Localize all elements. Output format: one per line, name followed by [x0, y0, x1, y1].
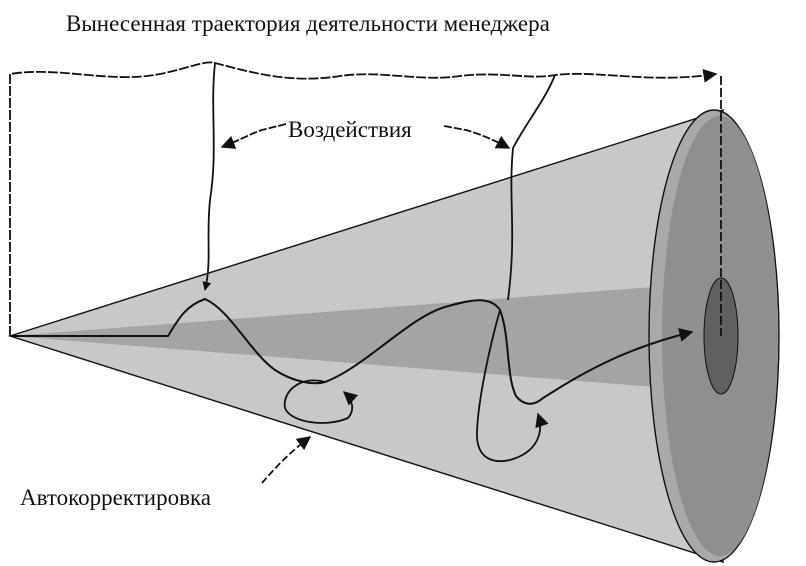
- projected-trajectory-line: [9, 61, 718, 336]
- influences-label: Воздействия: [288, 117, 412, 142]
- autocorrection-loop-2: [476, 309, 549, 462]
- autocorrection-loop-1: [283, 379, 359, 424]
- autocorrection-arrow: [261, 436, 312, 484]
- influence-drop-line-1: [202, 62, 216, 291]
- actual-trajectory-line: [10, 297, 694, 405]
- influence-drop-line-2: [507, 74, 556, 301]
- influence-arrow-right: [443, 125, 511, 149]
- diagram-title: Вынесенная траектория деятельности менед…: [66, 11, 550, 36]
- cone-core-band: [10, 282, 718, 392]
- autocorrection-label: Автокорректировка: [20, 485, 211, 510]
- influence-arrow-left: [220, 123, 287, 149]
